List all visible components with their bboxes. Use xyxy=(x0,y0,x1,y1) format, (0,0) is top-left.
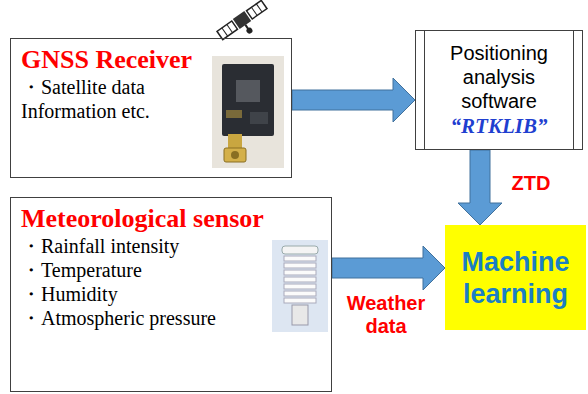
block-arrow xyxy=(292,78,415,122)
software-box: Positioning analysis software“RTKLIB” xyxy=(415,30,583,150)
node-text: ・Satellite data Information etc. xyxy=(21,75,186,123)
node-title: Positioning analysis software xyxy=(434,41,564,113)
node-text: ・Atmospheric pressure xyxy=(21,306,321,330)
process-side-line xyxy=(573,31,574,149)
block-arrow xyxy=(332,246,445,290)
sensor-box: Meteorological sensor・Rainfall intensity… xyxy=(10,197,332,392)
process-side-line xyxy=(424,31,425,149)
node-text: ・Temperature xyxy=(21,258,321,282)
node-text: “RTKLIB” xyxy=(451,113,548,139)
satellite-icon xyxy=(216,0,273,49)
node-title: Machine learning xyxy=(451,246,580,310)
node-title: GNSS Receiver xyxy=(21,45,281,75)
node-title: Meteorological sensor xyxy=(21,204,321,234)
ml-box: Machine learning xyxy=(445,225,586,330)
node-text: ・Rainfall intensity xyxy=(21,234,321,258)
sensor-photo xyxy=(272,240,328,332)
edge-label: Weather data xyxy=(338,292,434,338)
gnss-box: GNSS Receiver・Satellite data Information… xyxy=(10,38,292,178)
block-arrow xyxy=(458,150,502,225)
receiver-photo xyxy=(212,56,284,168)
node-text: ・Humidity xyxy=(21,282,321,306)
edge-label: ZTD xyxy=(506,172,556,195)
